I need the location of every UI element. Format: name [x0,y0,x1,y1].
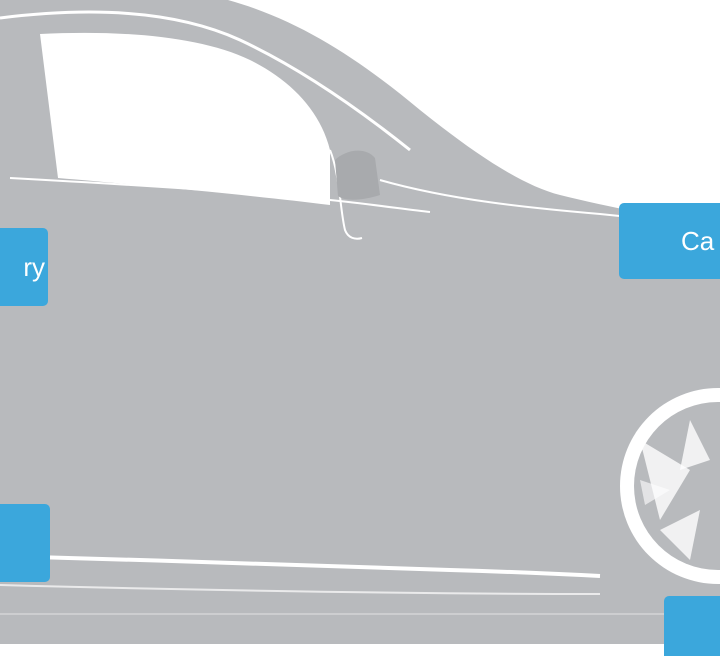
label-box-right-mid[interactable]: Ca [619,203,720,279]
label-text-right-mid: Ca [681,228,714,254]
label-text-left-top: ry [23,254,45,280]
side-mirror [335,151,380,200]
label-box-right-bottom[interactable] [664,596,720,656]
ground-band [0,612,720,644]
label-box-left-bottom[interactable] [0,504,50,582]
label-box-left-top[interactable]: ry [0,228,48,306]
